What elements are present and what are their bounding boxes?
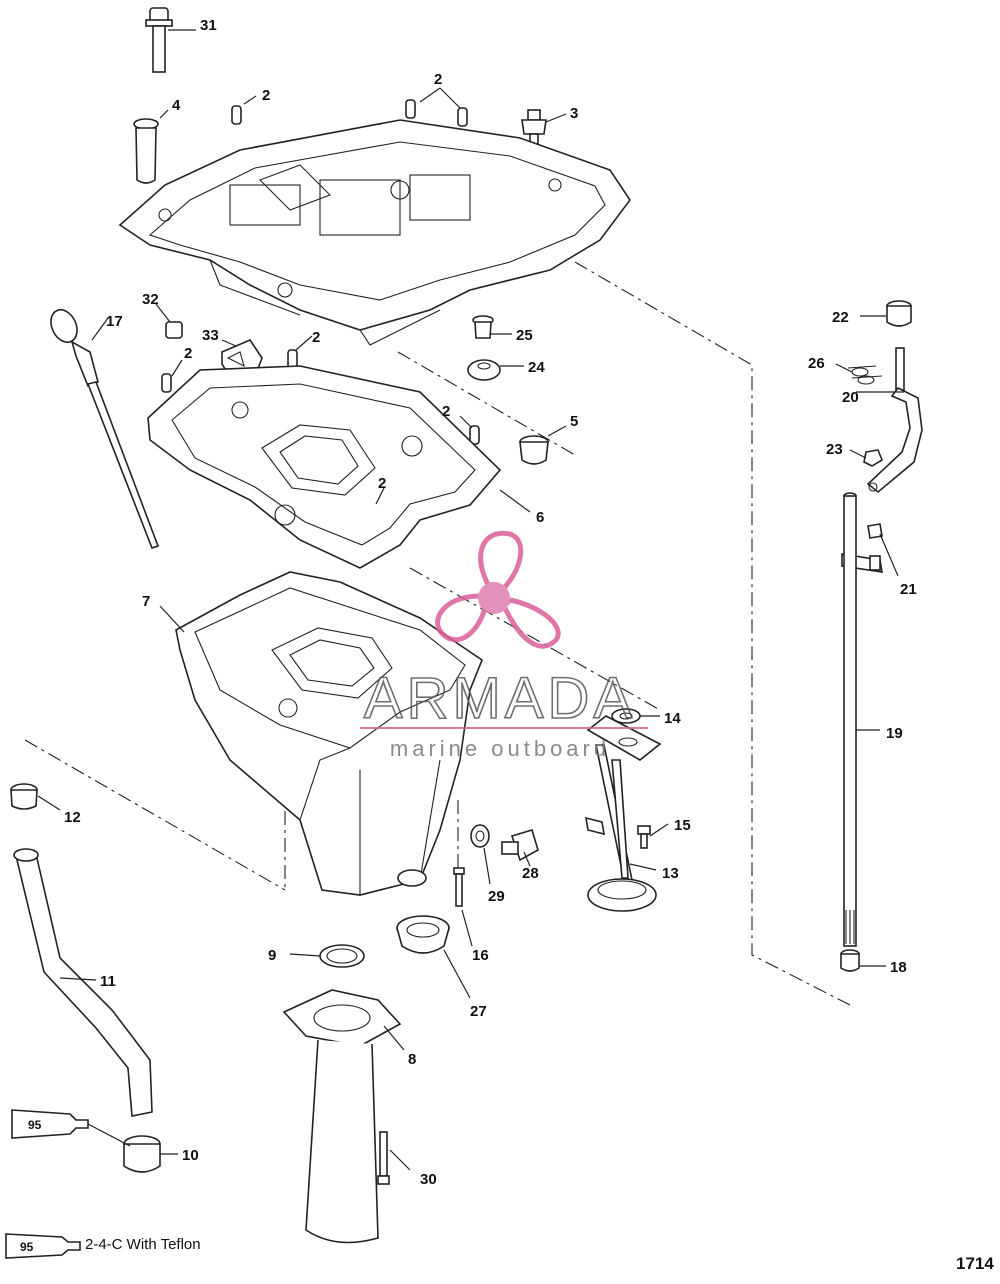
- callout-7: 7: [142, 593, 150, 610]
- legend-tube-icon: 95: [5, 1233, 81, 1259]
- grommet-5: [519, 435, 549, 465]
- oil-pan-7: [175, 571, 483, 896]
- callout-14: 14: [664, 710, 681, 727]
- bolt-31: [145, 7, 173, 73]
- callout-28: 28: [522, 865, 539, 882]
- washer-29: [470, 824, 490, 848]
- screw-15: [637, 825, 651, 849]
- callout-26: 26: [808, 355, 825, 372]
- callout-32: 32: [142, 291, 159, 308]
- callout-31: 31: [200, 17, 217, 34]
- callout-8: 8: [408, 1051, 416, 1068]
- callout-19: 19: [886, 725, 903, 742]
- callout-9: 9: [268, 947, 276, 964]
- shift-shaft-19: [843, 492, 857, 947]
- callout-10: 10: [182, 1147, 199, 1164]
- legend-tube-number: 95: [20, 1240, 34, 1254]
- shift-lever-20: [866, 347, 923, 494]
- gasket-6: [147, 365, 502, 569]
- sleeve-4: [133, 118, 159, 184]
- grommet-12: [10, 783, 38, 810]
- callout-22: 22: [832, 309, 849, 326]
- watermark-brand: ARMADA: [364, 666, 636, 731]
- callout-25: 25: [516, 327, 533, 344]
- seal-9: [319, 944, 365, 968]
- fitting-28: [501, 829, 539, 862]
- callout-2-e: 2: [442, 403, 450, 420]
- clips-26: [847, 365, 883, 385]
- armada-watermark: ARMADA marine outboard: [360, 530, 648, 761]
- callout-13: 13: [662, 865, 679, 882]
- callout-2-d: 2: [312, 329, 320, 346]
- callout-15: 15: [674, 817, 691, 834]
- diagram-number: 1714: [956, 1254, 994, 1273]
- callout-12: 12: [64, 809, 81, 826]
- screw-30: [377, 1131, 390, 1185]
- callout-17: 17: [106, 313, 123, 330]
- callout-18: 18: [890, 959, 907, 976]
- grommet-24: [467, 359, 501, 381]
- callout-20: 20: [842, 389, 859, 406]
- bushing-32: [165, 321, 183, 339]
- watermark-tagline: marine outboard: [390, 736, 610, 761]
- callout-3: 3: [570, 105, 578, 122]
- callout-6: 6: [536, 509, 544, 526]
- callout-2-c: 2: [184, 345, 192, 362]
- callout-2-b: 2: [434, 71, 442, 88]
- callout-5: 5: [570, 413, 578, 430]
- exhaust-tube-8: [282, 989, 402, 1244]
- callout-29: 29: [488, 888, 505, 905]
- fitting-3: [521, 109, 547, 145]
- callout-2-a: 2: [262, 87, 270, 104]
- bushing-22: [886, 300, 912, 327]
- callout-11: 11: [100, 973, 116, 990]
- callout-27: 27: [470, 1003, 487, 1020]
- callout-4: 4: [172, 97, 181, 114]
- adapter-plate: [118, 119, 631, 346]
- nut-23: [863, 449, 883, 467]
- hose-11: [13, 848, 153, 1117]
- coupler-18: [840, 949, 860, 972]
- callout-21: 21: [900, 581, 917, 598]
- callout-30: 30: [420, 1171, 437, 1188]
- callout-23: 23: [826, 441, 843, 458]
- dowel-pins-top: [231, 99, 468, 127]
- callout-16: 16: [472, 947, 489, 964]
- seal-27: [396, 915, 450, 954]
- callout-numbers: 31 4 2 2 3 32 17 33 2 2 25 24 2 5 6 2 22…: [64, 17, 917, 1188]
- propeller-logo-icon: [435, 530, 561, 649]
- dipstick-17: [50, 308, 160, 549]
- plug-25: [472, 315, 494, 339]
- legend-label: 2-4-C With Teflon: [85, 1236, 201, 1253]
- svg-text:95: 95: [28, 1118, 42, 1132]
- callout-24: 24: [528, 359, 545, 376]
- screw-16: [453, 867, 465, 907]
- callout-2-f: 2: [378, 475, 386, 492]
- grommet-10: [123, 1135, 161, 1173]
- leader-lines: [37, 29, 904, 1171]
- lubricant-tube-95-callout: 95: [11, 1109, 89, 1139]
- callout-33: 33: [202, 327, 219, 344]
